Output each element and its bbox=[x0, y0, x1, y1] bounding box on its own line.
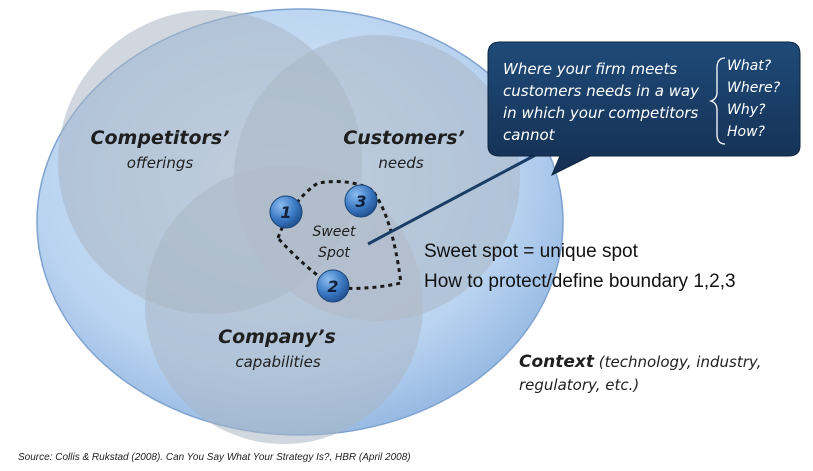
marker-3-label: 3 bbox=[355, 192, 366, 211]
callout-line-2: customers needs in a way bbox=[503, 82, 700, 100]
source-footnote: Source: Collis & Rukstad (2008). Can You… bbox=[18, 452, 411, 463]
callout-box: Where your firm meets customers needs in… bbox=[487, 41, 801, 177]
note-sweet-spot: Sweet spot = unique spot bbox=[424, 241, 639, 262]
context-title: Context bbox=[519, 352, 595, 372]
competitors-title: Competitors’ bbox=[91, 127, 230, 149]
marker-2-label: 2 bbox=[327, 277, 338, 296]
note-boundary: How to protect/define boundary 1,2,3 bbox=[424, 271, 736, 292]
callout-question-what: What? bbox=[727, 58, 772, 74]
marker-1-label: 1 bbox=[280, 203, 291, 222]
boundary-marker-3: 3 bbox=[344, 184, 378, 218]
context-detail-2: regulatory, etc.) bbox=[519, 376, 639, 394]
callout-pointer bbox=[367, 140, 561, 246]
sweet-spot-label-line1: Sweet bbox=[312, 224, 356, 240]
callout-line-3: in which your competitors bbox=[503, 104, 698, 122]
callout-line-1: Where your firm meets bbox=[503, 60, 677, 78]
competitors-subtitle: offerings bbox=[127, 154, 194, 172]
company-subtitle: capabilities bbox=[235, 353, 320, 371]
callout-brace bbox=[708, 57, 726, 145]
company-circle bbox=[145, 166, 423, 444]
callout-question-why: Why? bbox=[727, 102, 766, 118]
context-label: Context (technology, industry, bbox=[519, 352, 761, 372]
callout-question-how: How? bbox=[727, 124, 766, 140]
customers-subtitle: needs bbox=[378, 154, 423, 172]
context-detail-1: (technology, industry, bbox=[594, 353, 761, 371]
boundary-marker-1: 1 bbox=[269, 195, 303, 229]
boundary-marker-2: 2 bbox=[316, 269, 350, 303]
customers-title: Customers’ bbox=[343, 127, 465, 149]
sweet-spot-label-line2: Spot bbox=[318, 245, 350, 261]
callout-question-where: Where? bbox=[727, 80, 781, 96]
callout-line-4: cannot bbox=[503, 126, 556, 144]
company-title: Company’s bbox=[218, 326, 336, 348]
